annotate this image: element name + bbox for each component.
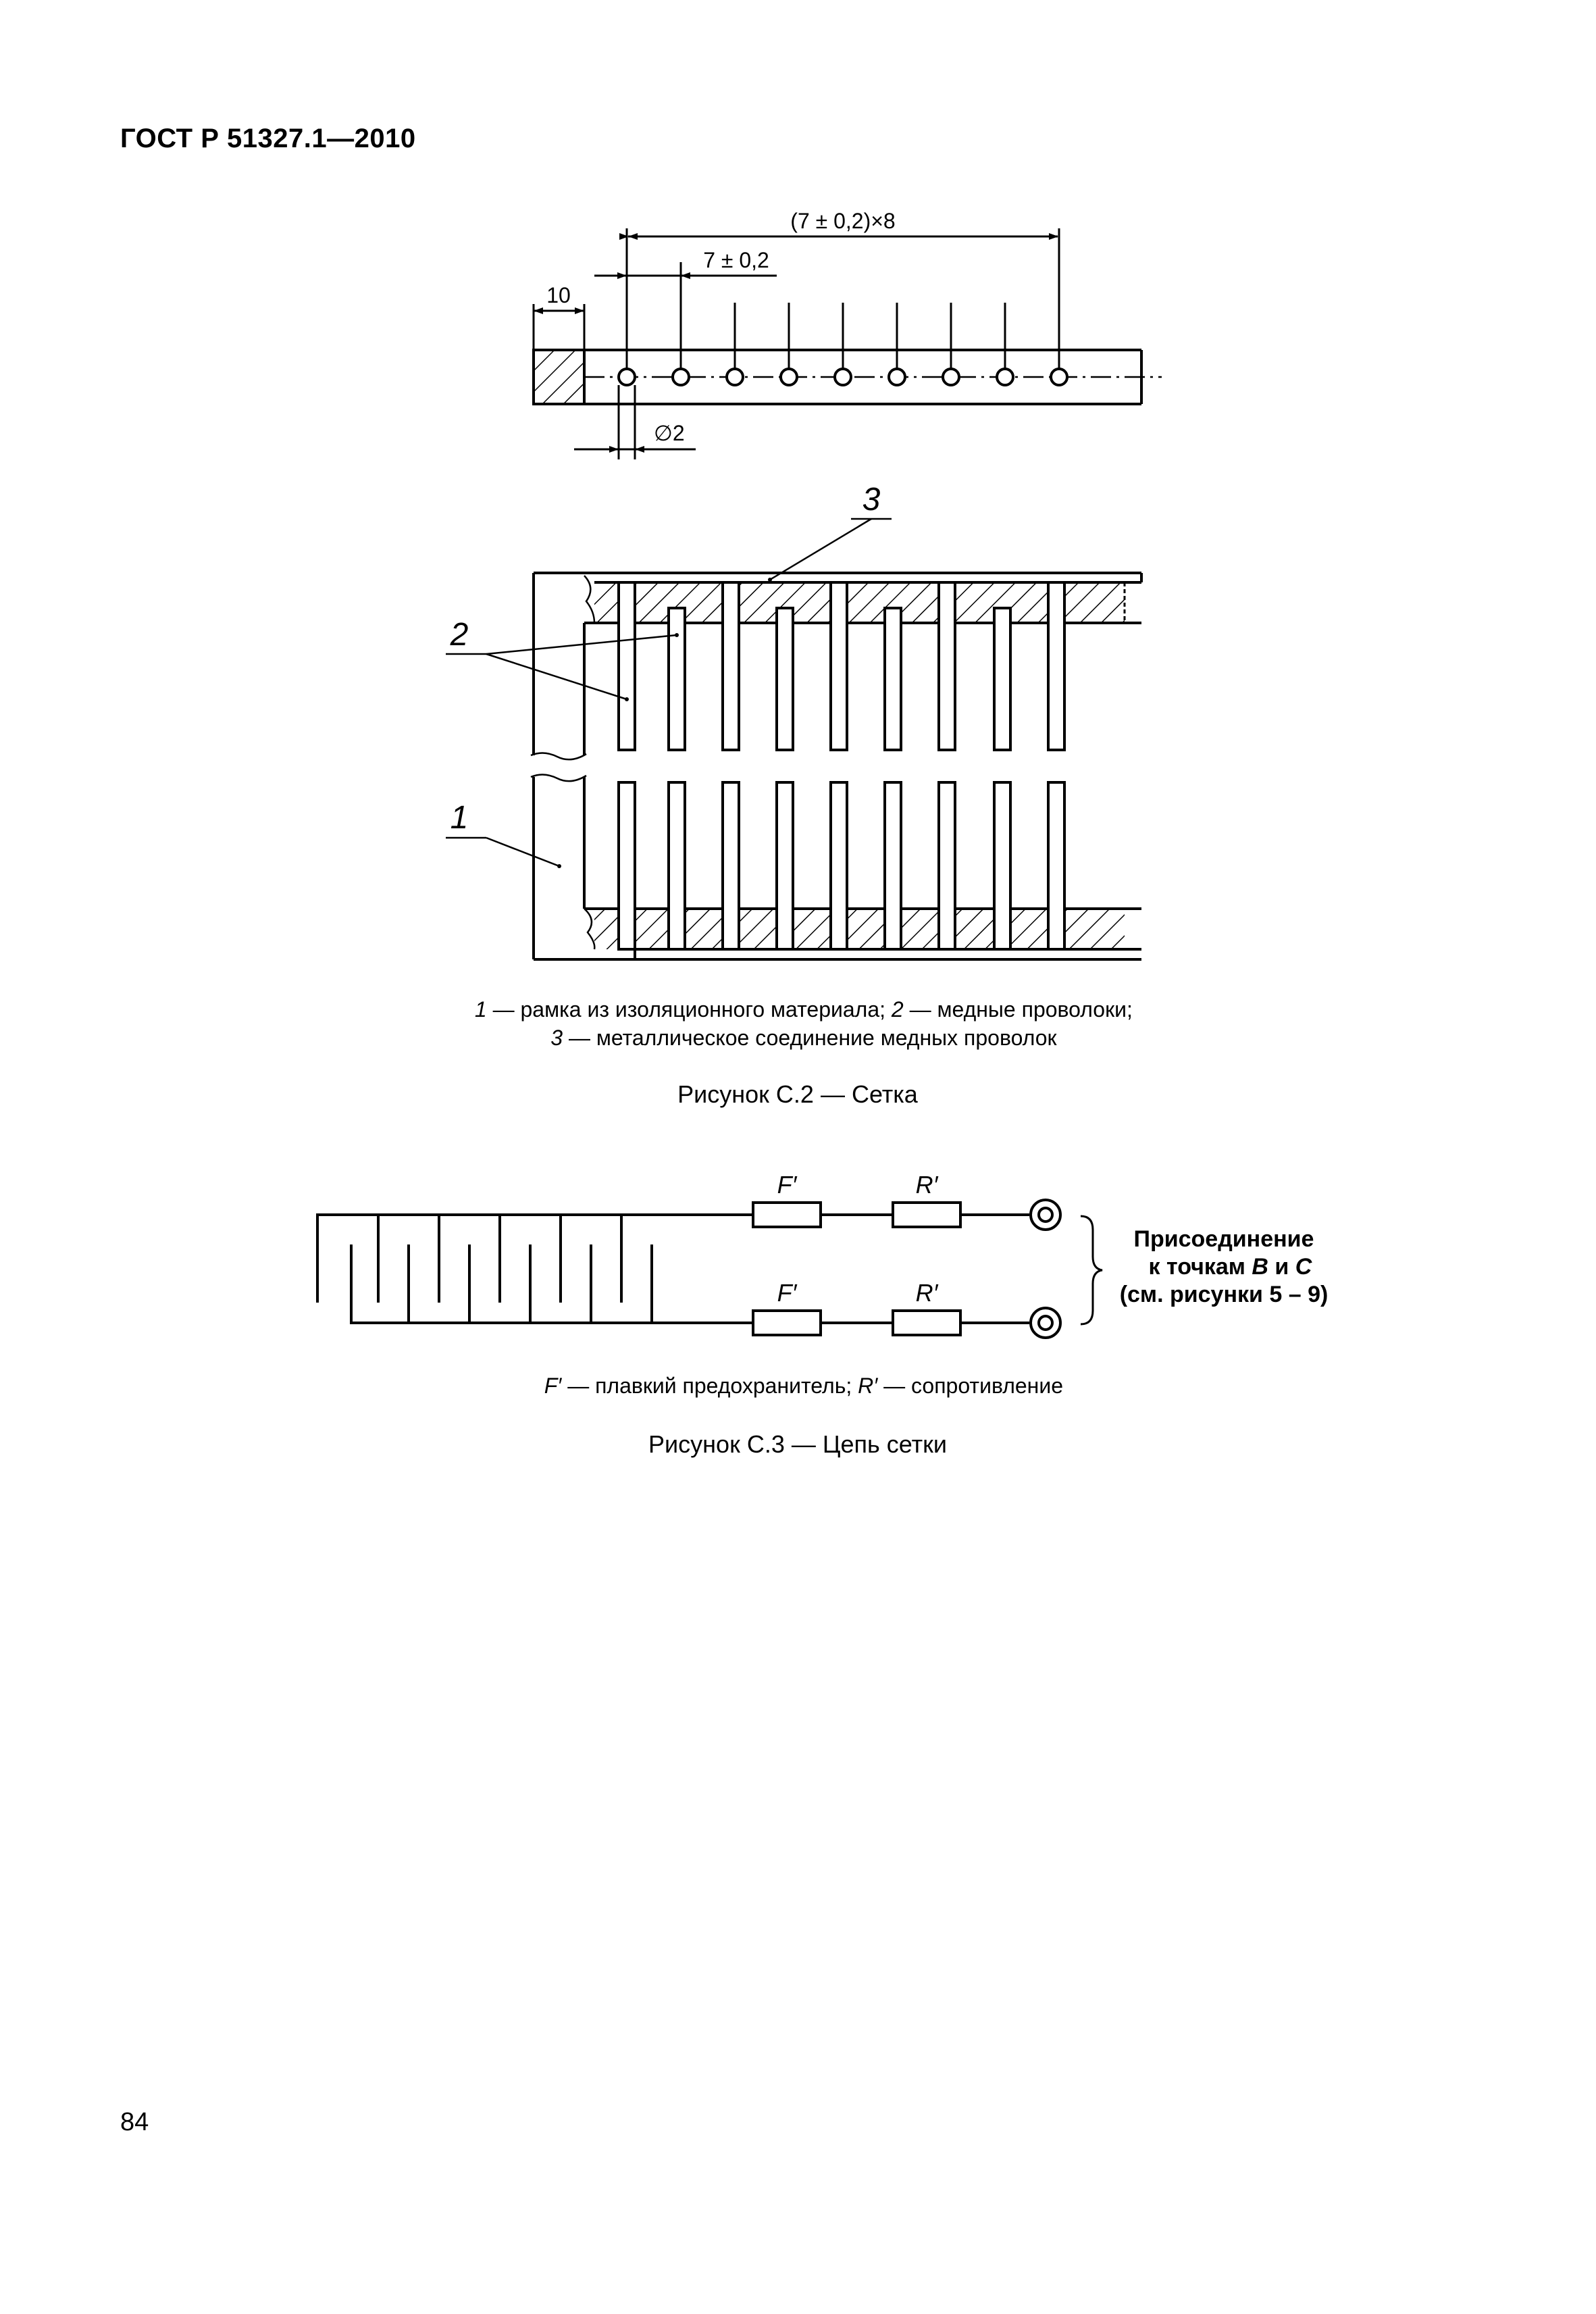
legend-c2-num1: 1 — [475, 997, 487, 1022]
legend-c3-fuse-symbol: F′ — [544, 1374, 563, 1398]
figure-c3-circuit — [316, 1199, 1103, 1339]
legend-c2-text3: — металлическое соединение медных провол… — [563, 1026, 1057, 1050]
copper-wires-upper — [617, 581, 1066, 751]
legend-c2-text2: — медные проволоки; — [904, 997, 1133, 1022]
fuse-label-bottom: F′ — [777, 1279, 798, 1307]
copper-wires-lower — [617, 781, 1066, 951]
resistor-top — [892, 1201, 962, 1228]
connection-prefix: к точкам — [1149, 1254, 1252, 1280]
legend-c3-resistor-text: — сопротивление — [877, 1374, 1063, 1398]
legend-c2-num2: 2 — [891, 997, 904, 1022]
caption-c3: Рисунок С.3 — Цепь сетки — [648, 1430, 947, 1458]
fuse-label-top: F′ — [777, 1171, 798, 1199]
connection-line2: к точкам B и C — [1116, 1254, 1331, 1280]
connection-and: и — [1268, 1254, 1295, 1280]
resistor-label-bottom: R′ — [916, 1279, 939, 1307]
page-number: 84 — [120, 2108, 149, 2136]
dim-pitch: 7 ± 0,2 — [703, 248, 769, 272]
callout-1: 1 — [451, 800, 469, 836]
dim-overall: (7 ± 0,2)×8 — [790, 209, 895, 233]
document-header: ГОСТ Р 51327.1—2010 — [120, 124, 416, 153]
legend-c3-fuse-text: — плавкий предохранитель; — [561, 1374, 858, 1398]
dim-hole-diameter: ∅2 — [654, 421, 685, 445]
legend-c3: F′ — плавкий предохранитель; R′ — сопрот… — [514, 1374, 1081, 1398]
legend-c2-text1: — рамка из изоляционного материала; — [487, 997, 892, 1022]
hole-row — [617, 368, 1069, 386]
figure-c2-strip-view: (7 ± 0,2)×8 7 ± 0,2 10 ∅2 — [532, 209, 1162, 459]
callout-2: 2 — [450, 617, 469, 653]
fuse-bottom — [752, 1309, 822, 1336]
figure-c2-grid-view: 3 2 1 — [446, 482, 1143, 961]
connection-line3: (см. рисунки 5 – 9) — [1120, 1282, 1329, 1307]
connection-line1: Присоединение — [1134, 1226, 1314, 1252]
resistor-bottom — [892, 1309, 962, 1336]
legend-c3-resistor-symbol: R′ — [858, 1374, 878, 1398]
fuse-top — [752, 1201, 822, 1228]
point-c: C — [1295, 1254, 1312, 1280]
legend-c2-num3: 3 — [550, 1026, 563, 1050]
legend-c2-line1: 1 — рамка из изоляционного материала; 2 … — [444, 997, 1150, 1022]
callout-3: 3 — [863, 482, 881, 518]
legend-c2-line2: 3 — металлическое соединение медных пров… — [521, 1026, 1075, 1050]
dim-offset: 10 — [546, 283, 571, 307]
resistor-label-top: R′ — [916, 1171, 939, 1199]
point-b: B — [1252, 1254, 1268, 1280]
caption-c2: Рисунок С.2 — Сетка — [677, 1080, 919, 1108]
